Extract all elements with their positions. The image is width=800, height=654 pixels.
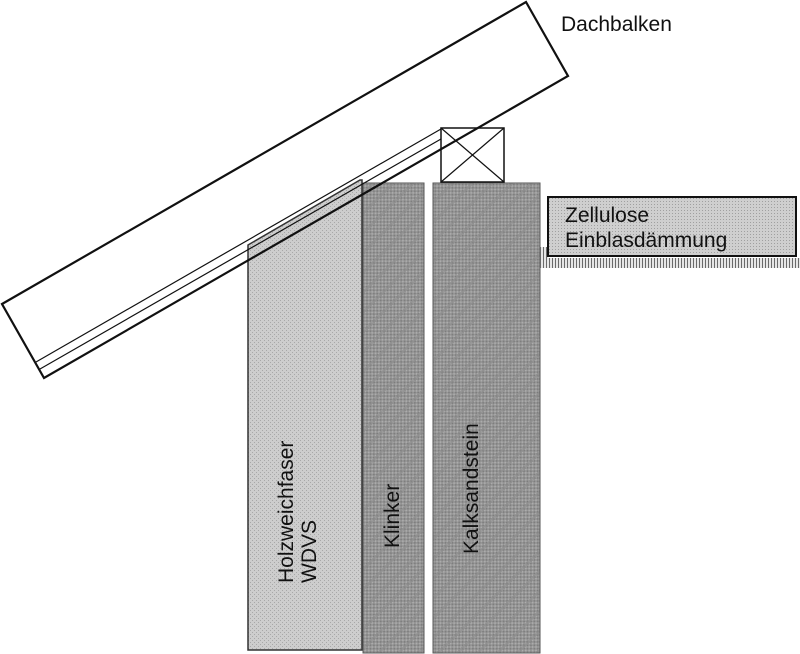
sand-lime-brick-label: Kalksandstein <box>460 423 483 554</box>
ceiling-strip <box>540 258 800 268</box>
sand-lime-brick-layer <box>432 182 541 654</box>
clinker-label: Klinker <box>381 484 404 548</box>
wall-plate-timber <box>440 127 505 183</box>
insulation-label-line2: Einblasdämmung <box>565 229 727 252</box>
wood-fiber-label-line1: Holzweichfaser <box>275 441 298 583</box>
clinker-layer <box>362 182 425 654</box>
ceiling-strip-end <box>540 247 548 259</box>
roof-beam <box>0 0 570 380</box>
roof-beam-label: Dachbalken <box>561 13 672 36</box>
wood-fiber-insulation-layer <box>247 179 363 651</box>
insulation-label-line1: Zellulose <box>565 204 649 227</box>
cellulose-insulation-box <box>547 196 797 257</box>
wood-fiber-label-line2: WDVS <box>298 520 321 583</box>
